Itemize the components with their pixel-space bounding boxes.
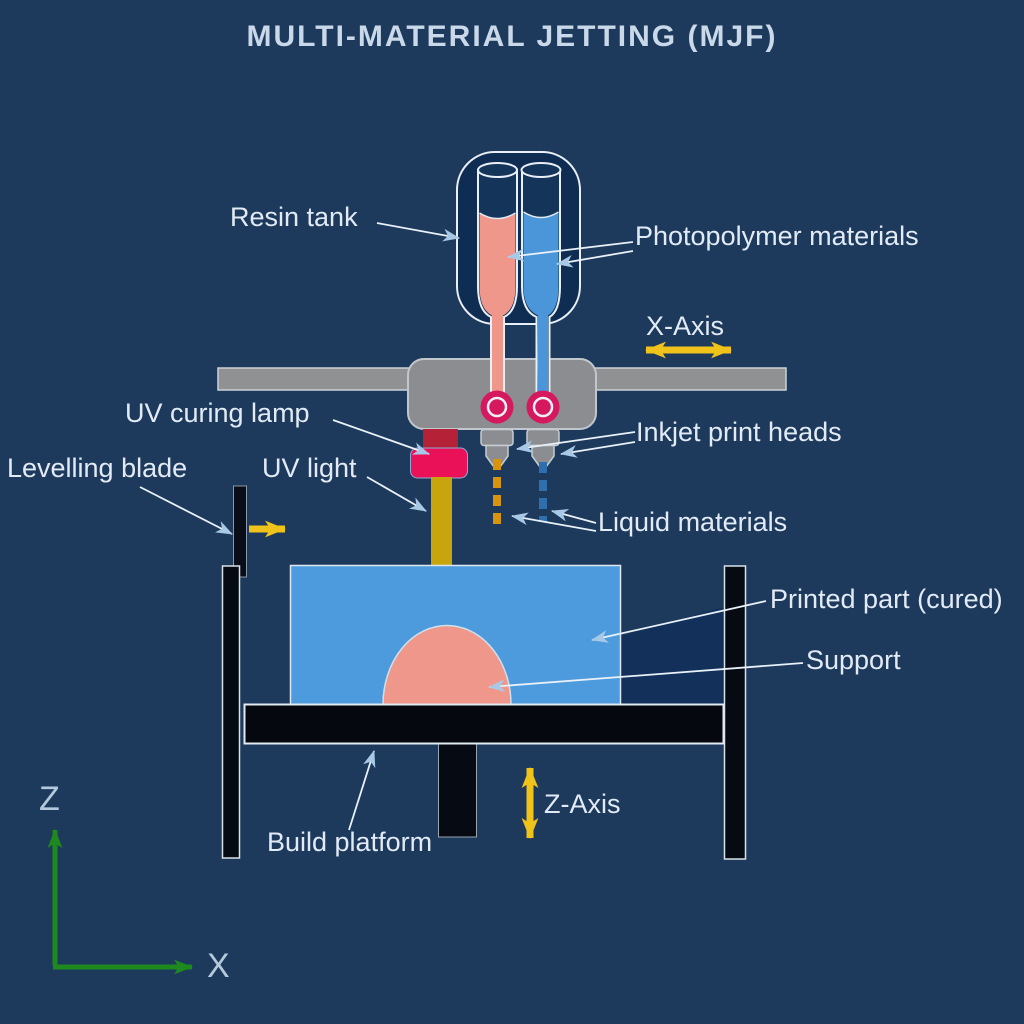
label-support: Support <box>806 645 901 675</box>
label-levelling-blade: Levelling blade <box>7 453 188 483</box>
label-z-axis: Z-Axis <box>544 789 621 819</box>
label-liquid-materials: Liquid materials <box>598 507 788 537</box>
label-photopolymer: Photopolymer materials <box>635 221 919 251</box>
label-coord-x: X <box>207 947 230 985</box>
feed-ring-right <box>526 390 560 424</box>
build-platform <box>243 703 725 745</box>
resin-tank-body <box>456 151 581 325</box>
diagram-title: MULTI-MATERIAL JETTING (MJF) <box>246 20 778 53</box>
leader-liquid-blue <box>550 509 597 524</box>
leader-lines <box>139 222 804 831</box>
label-resin-tank: Resin tank <box>230 202 358 232</box>
leader-inkjet-right <box>559 441 636 458</box>
feed-ring-left <box>480 390 514 424</box>
uv-curing-lamp <box>410 447 468 479</box>
tube-pink <box>477 162 518 418</box>
uv-light-beam <box>431 477 452 567</box>
leader-levelling-blade <box>139 486 233 535</box>
label-uv-curing-lamp: UV curing lamp <box>125 398 310 428</box>
leader-printed-part <box>590 600 767 643</box>
label-x-axis: X-Axis <box>646 311 725 341</box>
levelling-blade <box>233 485 247 578</box>
leader-photopolymer-pink <box>506 241 634 262</box>
leader-liquid-orange <box>510 512 597 532</box>
leader-build-platform <box>348 749 376 831</box>
label-inkjet-print-heads: Inkjet print heads <box>636 417 842 447</box>
shadow-wedge <box>621 607 724 704</box>
leader-support <box>487 662 804 693</box>
label-build-platform: Build platform <box>267 827 433 857</box>
inkjet-print-head-left <box>480 428 514 470</box>
leader-inkjet-left <box>515 431 636 454</box>
leader-photopolymer-blue <box>555 250 634 268</box>
label-uv-light: UV light <box>262 453 357 483</box>
leader-uv-light <box>366 476 427 512</box>
leader-uv-curing-lamp <box>332 419 431 455</box>
frame-post-left <box>221 565 241 859</box>
uv-lamp-mount <box>423 429 458 449</box>
tube-blue <box>520 162 562 418</box>
label-coord-z: Z <box>39 780 60 818</box>
leader-resin-tank <box>376 222 461 242</box>
label-printed-part: Printed part (cured) <box>770 584 1003 614</box>
support-dome <box>382 624 512 706</box>
